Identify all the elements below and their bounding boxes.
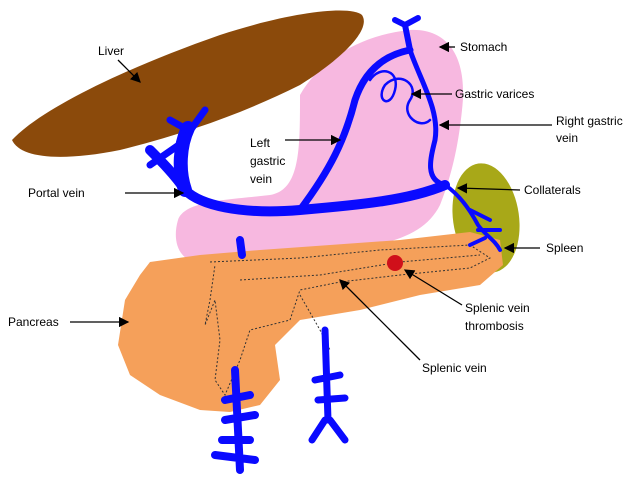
pancreas-shape [118, 232, 503, 412]
label-liver: Liver [98, 44, 124, 58]
label-left-gastric-vein-line1: Left [250, 136, 271, 150]
label-pancreas: Pancreas [8, 315, 59, 329]
veins [145, 15, 502, 474]
label-stomach: Stomach [460, 40, 507, 54]
label-left-gastric-vein-line2: gastric [250, 154, 285, 168]
label-spleen: Spleen [546, 241, 583, 255]
thrombus-marker [387, 255, 403, 271]
label-splenic-vein: Splenic vein [422, 361, 487, 375]
splenic-vein-course [239, 254, 481, 351]
label-gastric-varices: Gastric varices [455, 87, 534, 101]
label-splenic-vein-thrombosis-line2: thrombosis [465, 319, 524, 333]
label-left-gastric-vein-line3: vein [250, 172, 272, 186]
label-arrows [70, 41, 552, 361]
label-right-gastric-vein-line2: vein [556, 131, 578, 145]
liver-shape [12, 10, 364, 157]
label-right-gastric-vein-line1: Right gastric [556, 114, 623, 128]
label-splenic-vein-thrombosis-line1: Splenic vein [465, 301, 530, 315]
label-collaterals: Collaterals [524, 183, 581, 197]
label-portal-vein: Portal vein [28, 186, 85, 200]
